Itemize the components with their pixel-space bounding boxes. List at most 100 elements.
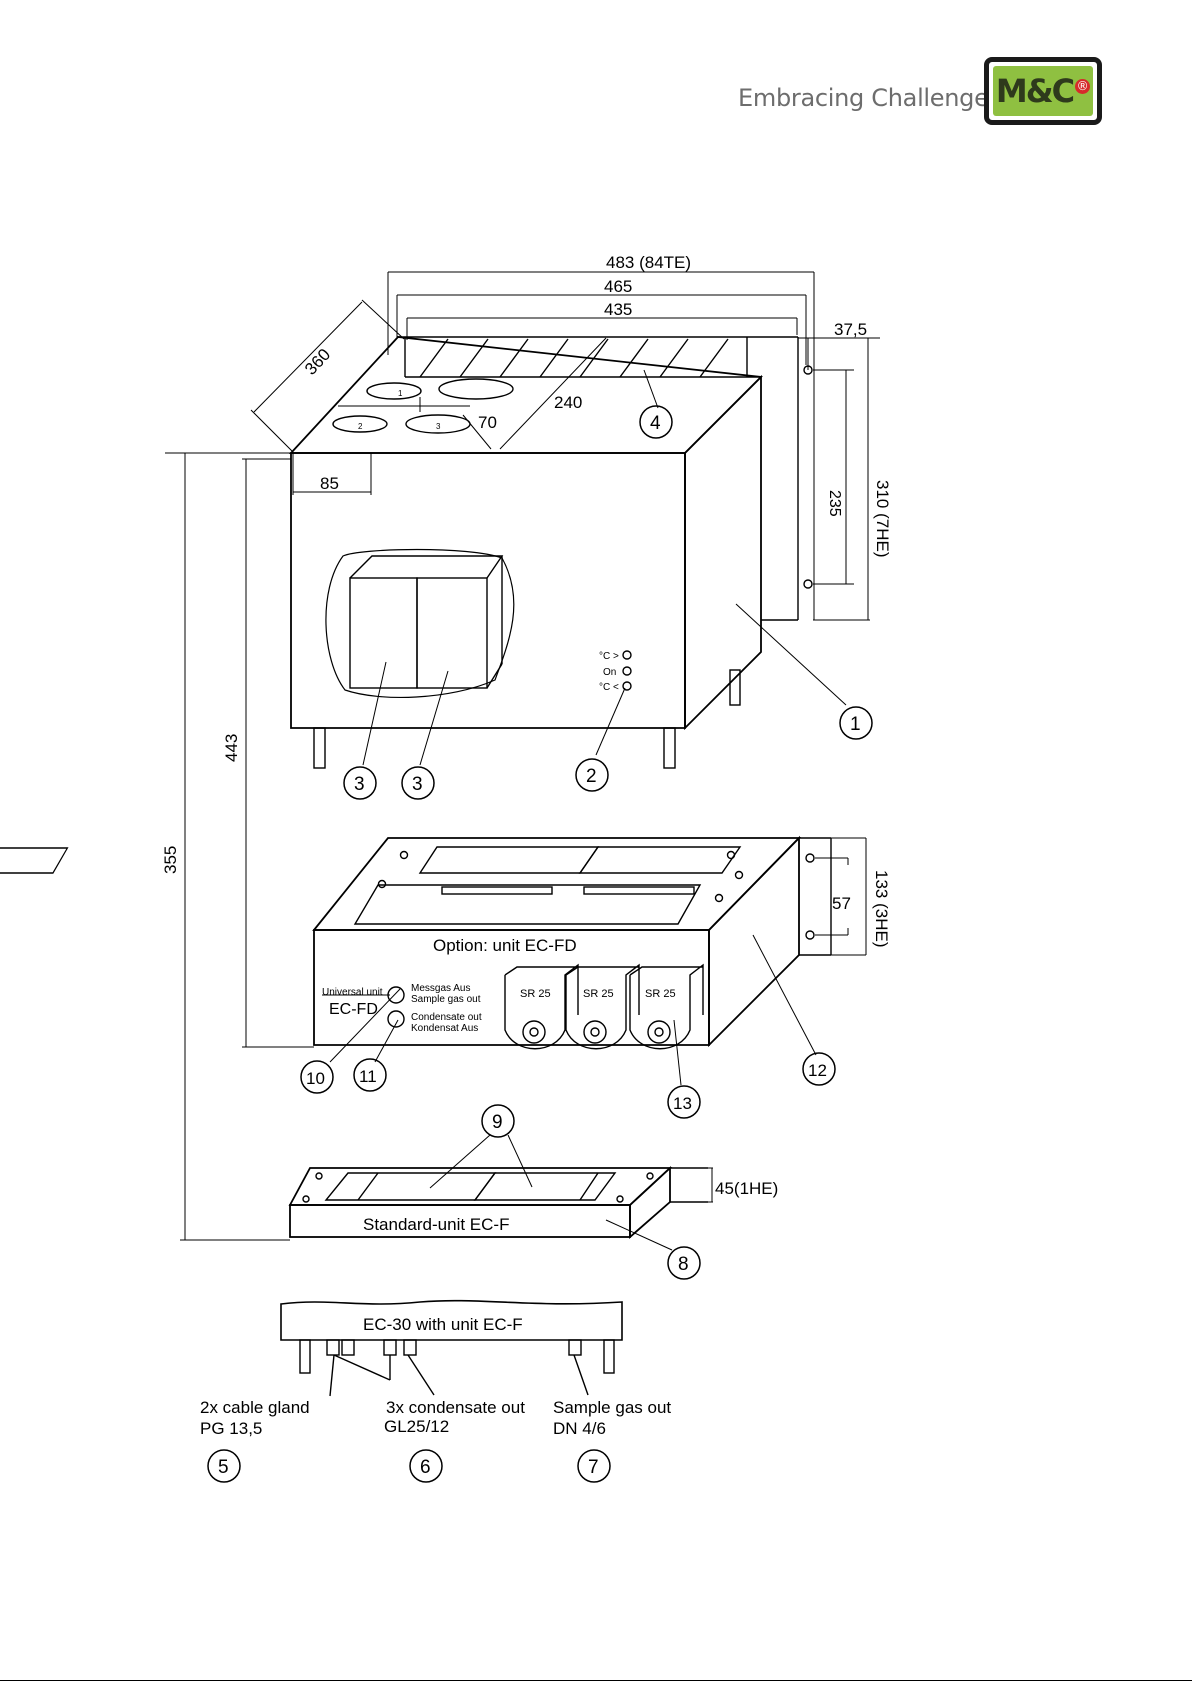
dim-355: 355 bbox=[161, 846, 180, 874]
callout-circle bbox=[667, 1246, 701, 1280]
ecfd-cond-out-de: Kondensat Aus bbox=[411, 1023, 478, 1034]
ec30-foot-left bbox=[299, 1339, 311, 1374]
callout-circle bbox=[401, 766, 435, 800]
callout-label: 7 bbox=[588, 1457, 599, 1478]
callout-circle bbox=[343, 766, 377, 800]
port-hole-4 bbox=[438, 378, 514, 400]
registered-mark-icon: ® bbox=[1075, 78, 1091, 94]
led-on bbox=[622, 666, 632, 676]
port-hole-1 bbox=[366, 382, 422, 400]
logo-text: M&C bbox=[995, 72, 1075, 110]
callout-label: 8 bbox=[678, 1254, 689, 1275]
callout-label: 9 bbox=[492, 1112, 503, 1133]
callout-label: 11 bbox=[359, 1067, 377, 1086]
callout-circle bbox=[207, 1449, 241, 1483]
indicator-under-temp: °C < bbox=[599, 682, 619, 693]
leg-back-right bbox=[729, 669, 741, 706]
dim-240: 240 bbox=[554, 393, 582, 412]
callout-label: 3 bbox=[412, 774, 423, 795]
dim-483: 483 (84TE) bbox=[606, 253, 691, 272]
callout-label: 2 bbox=[586, 766, 597, 787]
dim-133: 133 (3HE) bbox=[872, 870, 891, 947]
callout-circle bbox=[839, 706, 873, 740]
callout-circle bbox=[481, 1104, 515, 1138]
ec30-body bbox=[280, 1299, 623, 1341]
dim-465: 465 bbox=[604, 277, 632, 296]
leg-front-left bbox=[313, 727, 326, 769]
ec30-title: EC-30 with unit EC-F bbox=[363, 1315, 523, 1334]
callout-circle bbox=[353, 1058, 387, 1092]
cable-gland-b bbox=[341, 1339, 355, 1356]
callout-label: 4 bbox=[650, 413, 661, 434]
main-top-face bbox=[288, 336, 763, 454]
ec30-foot-right bbox=[603, 1339, 615, 1374]
dim-360: 360 bbox=[301, 345, 334, 379]
pump-label-3: SR 25 bbox=[645, 988, 676, 1000]
output-cable-gland-1: 2x cable gland bbox=[200, 1398, 310, 1417]
output-sample-1: Sample gas out bbox=[553, 1398, 671, 1417]
dim-57: 57 bbox=[832, 894, 851, 913]
hole-label-3: 3 bbox=[436, 422, 441, 431]
output-cable-gland-2: PG 13,5 bbox=[200, 1419, 262, 1438]
callout-circle bbox=[639, 405, 673, 439]
callout-label: 1 bbox=[850, 714, 861, 735]
pump-label-2: SR 25 bbox=[583, 988, 614, 1000]
dim-310: 310 (7HE) bbox=[873, 480, 892, 557]
callout-label: 5 bbox=[218, 1457, 229, 1478]
callout-circle bbox=[667, 1085, 701, 1119]
dim-70: 70 bbox=[478, 413, 497, 432]
heat-exchanger-top bbox=[349, 555, 504, 579]
callout-circle bbox=[409, 1449, 443, 1483]
output-condensate-2: GL25/12 bbox=[384, 1417, 449, 1436]
callout-circle bbox=[300, 1060, 334, 1094]
sample-gas-port bbox=[568, 1339, 582, 1356]
callout-circles bbox=[207, 405, 873, 1483]
output-condensate-1: 3x condensate out bbox=[386, 1398, 525, 1417]
ecf-title: Standard-unit EC-F bbox=[363, 1215, 509, 1234]
ecfd-universal: Universal unit bbox=[322, 987, 383, 998]
callout-label: 13 bbox=[673, 1094, 692, 1113]
dim-435: 435 bbox=[604, 300, 632, 319]
output-sample-2: DN 4/6 bbox=[553, 1419, 606, 1438]
main-side-face bbox=[684, 374, 762, 731]
hole-label-1: 1 bbox=[398, 389, 403, 398]
callout-label: 3 bbox=[354, 774, 365, 795]
leg-front-right bbox=[663, 727, 676, 769]
callout-label: 10 bbox=[306, 1069, 325, 1088]
condensate-port-a bbox=[383, 1339, 397, 1356]
cable-gland-a bbox=[326, 1339, 340, 1356]
leader-lines bbox=[329, 369, 847, 1251]
port-hole-2 bbox=[332, 415, 388, 433]
rack-hole-bottom bbox=[803, 579, 813, 589]
ecfd-cond-out-en: Condensate out bbox=[411, 1012, 482, 1023]
gas-out-port bbox=[387, 986, 405, 1004]
condensate-port-b bbox=[403, 1339, 417, 1356]
dim-235: 235 bbox=[826, 490, 843, 517]
condensate-out-port bbox=[387, 1010, 405, 1028]
hole-label-2: 2 bbox=[358, 422, 363, 431]
pump-label-1: SR 25 bbox=[520, 988, 551, 1000]
ecfd-top-face bbox=[312, 837, 802, 931]
callout-label: 6 bbox=[420, 1457, 431, 1478]
fan-slats bbox=[419, 338, 729, 378]
indicator-over-temp: °C > bbox=[599, 651, 619, 662]
ecfd-gas-out-de: Messgas Aus bbox=[411, 983, 470, 994]
dim-37-5: 37,5 bbox=[834, 320, 867, 339]
pump-2 bbox=[565, 963, 640, 1050]
pump-1 bbox=[504, 963, 579, 1050]
ecfd-side-face bbox=[708, 835, 800, 1048]
callout-label: 12 bbox=[808, 1061, 827, 1080]
dim-45: 45(1HE) bbox=[715, 1179, 778, 1198]
callout-circle bbox=[802, 1052, 836, 1086]
dim-443: 443 bbox=[222, 734, 241, 762]
callout-circle bbox=[577, 1449, 611, 1483]
ecfd-gas-out-en: Sample gas out bbox=[411, 994, 481, 1005]
ec30-bottom-view bbox=[280, 1299, 623, 1397]
main-unit bbox=[288, 336, 813, 769]
dimension-lines bbox=[165, 271, 880, 1241]
brand-logo: M&C ® bbox=[984, 57, 1102, 125]
heat-exchanger-right bbox=[416, 577, 488, 689]
pump-3 bbox=[629, 963, 704, 1050]
logo-inner: M&C ® bbox=[993, 66, 1093, 116]
